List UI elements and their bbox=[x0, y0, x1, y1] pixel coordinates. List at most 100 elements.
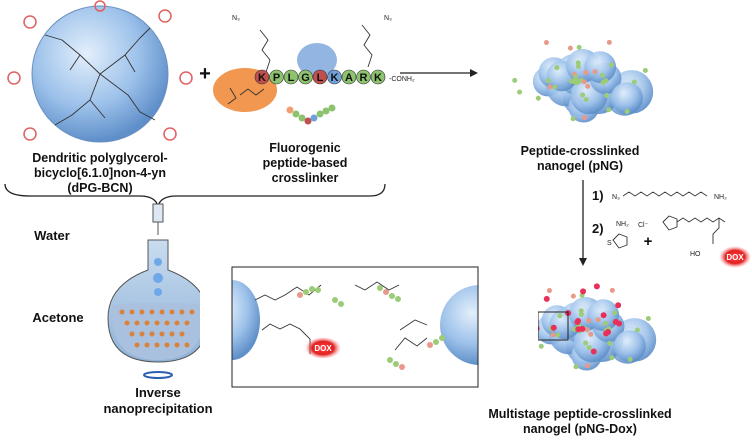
peptide-bead bbox=[439, 335, 445, 341]
crosslinker-label: Fluorogenic peptide-based crosslinker bbox=[263, 141, 348, 185]
step-2-label: 2) bbox=[592, 221, 604, 236]
svg-text:Multistage peptide-crosslinked: Multistage peptide-crosslinked bbox=[488, 407, 671, 421]
svg-text:L: L bbox=[288, 72, 295, 84]
svg-text:K: K bbox=[374, 72, 382, 84]
nanoparticle-dot bbox=[184, 342, 190, 348]
peptide-bead bbox=[606, 39, 612, 45]
peptide-bead bbox=[578, 311, 584, 317]
peptide-bead bbox=[517, 89, 523, 95]
peptide-bead bbox=[606, 107, 612, 113]
peptide-bead bbox=[583, 340, 589, 346]
peptide-bead bbox=[603, 78, 609, 84]
peptide-bead bbox=[309, 286, 315, 292]
inverse-label: Inverse nanoprecipitation bbox=[103, 385, 212, 416]
nanoparticle-dot bbox=[124, 320, 130, 326]
svg-text:L: L bbox=[317, 72, 324, 84]
bcn-groups bbox=[7, 0, 193, 141]
amino-acid-K: K bbox=[370, 69, 386, 85]
svg-text:HO: HO bbox=[690, 251, 701, 258]
quencher-highlight bbox=[297, 43, 337, 77]
dox-dot bbox=[605, 328, 612, 335]
svg-text:-CONH₂: -CONH₂ bbox=[389, 76, 415, 83]
peptide-bead bbox=[624, 108, 630, 114]
peptide-chain-icon bbox=[286, 104, 336, 125]
peptide-bead bbox=[575, 60, 581, 66]
png-nanogel bbox=[512, 39, 654, 123]
peptide-bead bbox=[609, 62, 615, 68]
svg-text:nanogel (pNG): nanogel (pNG) bbox=[537, 159, 623, 173]
nanoparticle-dot bbox=[164, 320, 170, 326]
svg-text:N₃: N₃ bbox=[384, 15, 392, 22]
peptide-bead bbox=[573, 74, 579, 80]
peptide-bead bbox=[383, 289, 389, 295]
peptide-bead bbox=[604, 92, 610, 98]
peptide-bead bbox=[588, 331, 594, 337]
svg-text:S: S bbox=[607, 240, 612, 247]
round-bottom-flask-icon bbox=[107, 239, 209, 379]
peptide-bead bbox=[545, 78, 551, 84]
dpg-particle bbox=[584, 51, 617, 84]
amino-acid-R: R bbox=[356, 69, 371, 85]
peptide-bead bbox=[568, 78, 574, 84]
svg-text:A: A bbox=[345, 72, 353, 84]
dox-dot bbox=[579, 325, 586, 332]
peptide-bead bbox=[631, 79, 637, 85]
peptide-bead bbox=[645, 316, 651, 322]
nanoparticle-dot bbox=[154, 320, 160, 326]
dox-dot bbox=[580, 288, 587, 295]
peptide-bead bbox=[578, 308, 584, 314]
peptide-bead bbox=[570, 293, 576, 299]
peptide-bead bbox=[585, 83, 591, 89]
svg-text:Dendritic polyglycerol-: Dendritic polyglycerol- bbox=[32, 151, 167, 165]
peptide-bead bbox=[607, 340, 613, 346]
amino-acid-K: K bbox=[327, 69, 342, 85]
dox-dot bbox=[612, 318, 619, 325]
peptide-bead bbox=[583, 69, 589, 75]
peptide-bead bbox=[546, 288, 552, 294]
acetone-label: Acetone bbox=[32, 310, 83, 325]
stir-bar-icon bbox=[143, 371, 173, 379]
nanoparticle-dot bbox=[179, 309, 185, 315]
peptide-bead bbox=[557, 313, 563, 319]
svg-text:Fluorogenic: Fluorogenic bbox=[269, 141, 341, 155]
nanoparticle-dot bbox=[144, 342, 150, 348]
nanoparticle-dot bbox=[129, 331, 135, 337]
water-label: Water bbox=[34, 228, 70, 243]
syringe-icon bbox=[152, 203, 164, 235]
peptide-bead bbox=[576, 78, 582, 84]
plus-sign: + bbox=[199, 63, 211, 85]
nanoparticle-dot bbox=[169, 309, 175, 315]
dox-dot bbox=[590, 348, 597, 355]
peptide-bead bbox=[609, 287, 615, 293]
dox-glow-inset bbox=[305, 337, 341, 359]
svg-text:P: P bbox=[273, 72, 280, 84]
svg-text:NH₂: NH₂ bbox=[616, 221, 629, 228]
peptide-bead bbox=[555, 332, 561, 338]
combining-brace bbox=[4, 183, 386, 209]
nanoparticle-dot bbox=[139, 309, 145, 315]
peptide-bead bbox=[547, 84, 553, 90]
peptide-bead bbox=[567, 45, 573, 51]
peptide-bead bbox=[303, 289, 309, 295]
peptide-bead bbox=[582, 115, 588, 121]
nanoparticle-dot bbox=[149, 331, 155, 337]
peptide-bead bbox=[642, 68, 648, 74]
peptide-bead bbox=[338, 301, 344, 307]
svg-text:crosslinker: crosslinker bbox=[272, 171, 339, 185]
step-1-label: 1) bbox=[592, 188, 604, 203]
peg-amine-linker bbox=[622, 191, 708, 197]
amino-acid-L: L bbox=[283, 69, 299, 85]
svg-text:peptide-based: peptide-based bbox=[263, 156, 348, 170]
peptide-bead bbox=[297, 292, 303, 298]
nanoparticle-dot bbox=[159, 331, 165, 337]
peptide-bead bbox=[609, 355, 615, 361]
peptide-bead bbox=[581, 79, 587, 85]
svg-text:+: + bbox=[644, 233, 653, 250]
nanoparticle-dot bbox=[149, 309, 155, 315]
peptide-bead bbox=[395, 296, 401, 302]
dox-dot bbox=[550, 324, 557, 331]
peptide-bead bbox=[586, 345, 592, 351]
nanoparticle-dot bbox=[144, 320, 150, 326]
